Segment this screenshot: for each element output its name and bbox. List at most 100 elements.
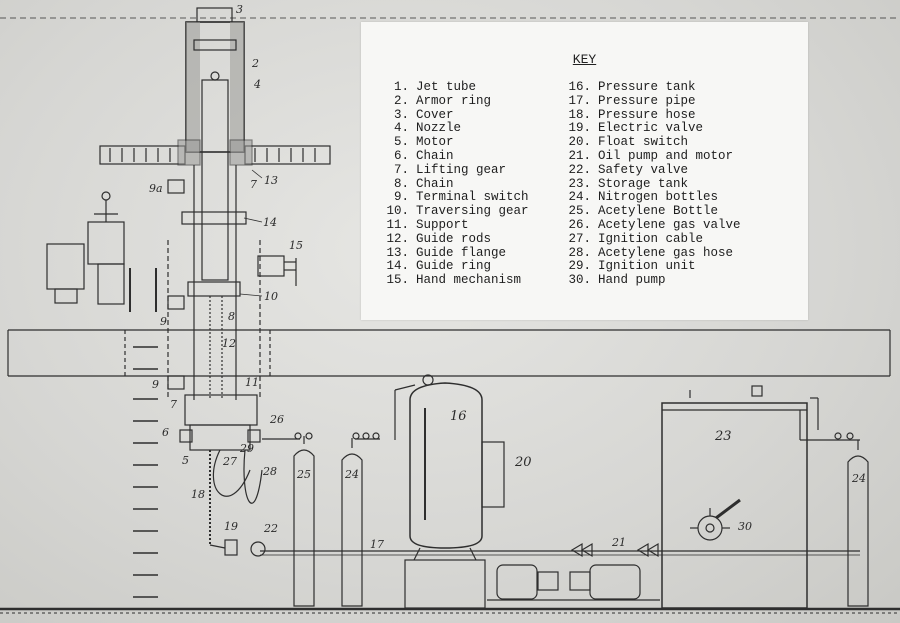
- callout-8: 8: [228, 310, 235, 323]
- key-entry-number: 5.: [393, 135, 409, 150]
- callout-28: 28: [262, 465, 277, 478]
- callout-6: 6: [162, 426, 169, 439]
- key-entry-number: 20.: [568, 135, 591, 150]
- key-entry-label: Hand pump: [598, 273, 666, 288]
- callout-25: 25: [296, 468, 311, 481]
- key-entry-number: 1.: [393, 80, 409, 94]
- key-entry-label: Guide ring: [416, 259, 492, 274]
- key-entry: 22.Safety valve: [557, 162, 807, 178]
- key-entry: 26. Acetylene gas valve: [557, 217, 807, 233]
- key-entry: 17.Pressure pipe: [557, 93, 807, 109]
- callout-23: 23: [714, 429, 732, 444]
- key-entry-label: Safety valve: [598, 162, 689, 177]
- left-equipment: [46, 191, 157, 312]
- key-entry-number: 26.: [568, 217, 591, 232]
- callout-14: 14: [263, 216, 277, 229]
- key-entry-number: 3.: [393, 107, 409, 122]
- key-entry-number: 28.: [568, 245, 591, 260]
- nitrogen-bottle-24-left: [341, 432, 380, 607]
- lifting-mechanism: [179, 394, 266, 557]
- key-entry-number: 9.: [393, 190, 409, 205]
- key-entry-label: Ignition unit: [598, 259, 696, 274]
- platform-band: [7, 329, 891, 377]
- key-entry: 29.Ignition unit: [557, 260, 807, 274]
- leader-lines: [239, 169, 263, 297]
- key-entry-label: Support: [416, 217, 469, 232]
- key-title: KEY: [572, 52, 597, 67]
- key-entry-label: Acetylene gas valve: [598, 217, 741, 232]
- pressure-tank: [404, 374, 505, 609]
- hand-pump: [690, 498, 741, 541]
- key-entry-number: 11.: [386, 217, 409, 232]
- key-entry-number: 4.: [393, 121, 409, 136]
- key-entry-number: 7.: [393, 162, 409, 177]
- key-entry-number: 24.: [568, 190, 591, 205]
- key-entry: 21. Oil pump and motor: [557, 148, 807, 164]
- key-entry-number: 30.: [568, 273, 591, 288]
- callout-26: 26: [269, 413, 284, 426]
- key-entry-label: Nozzle: [416, 121, 462, 136]
- key-entry-number: 10.: [386, 204, 409, 219]
- key-entry-label: Pressure pipe: [598, 93, 696, 108]
- key-entry-number: 21.: [568, 148, 591, 163]
- callout-11: 11: [245, 376, 259, 389]
- callout-27: 27: [222, 455, 237, 468]
- key-entry-label: Chain: [416, 148, 454, 163]
- key-entry-label: Float switch: [598, 135, 689, 150]
- callout-9: 9: [160, 315, 167, 328]
- nitrogen-bottle-24-right: [834, 432, 869, 607]
- key-entry-label: Pressure hose: [598, 107, 696, 122]
- key-entry: 16. Pressure tank: [557, 80, 807, 95]
- key-entry-label: Nitrogen bottles: [598, 190, 719, 205]
- key-entry: 15.Hand mechanism: [375, 273, 580, 288]
- key-entry-number: 16.: [568, 80, 591, 94]
- key-entry-label: Oil pump and motor: [598, 148, 734, 163]
- key-entry-label: Ignition cable: [598, 231, 704, 246]
- key-entry: 20. Float switch: [557, 135, 807, 150]
- key-entry-label: Jet tube: [416, 80, 477, 94]
- key-entry-label: Acetylene gas hose: [598, 245, 734, 260]
- callout-12: 12: [222, 337, 236, 350]
- callout-21: 21: [611, 536, 626, 549]
- callout-7b: 7: [170, 398, 177, 411]
- key-entry: 27. Ignition cable: [557, 231, 807, 247]
- floor: [0, 607, 900, 614]
- key-entry: 11. Support: [375, 217, 580, 233]
- key-entry-number: 18.: [568, 107, 591, 122]
- key-entry-number: 12.: [386, 231, 409, 246]
- key-entry-number: 8.: [393, 176, 409, 191]
- key-entry-number: 14.: [386, 259, 409, 274]
- callout-10: 10: [264, 290, 278, 303]
- callout-7a: 7: [250, 178, 257, 191]
- callout-20: 20: [514, 455, 532, 470]
- key-entry: 25.Acetylene Bottle: [557, 204, 807, 219]
- key-entry-label: Electric valve: [598, 121, 704, 136]
- key-entry-number: 6.: [393, 148, 409, 163]
- pipe-network: [260, 384, 860, 556]
- key-entry-label: Guide flange: [416, 245, 507, 260]
- key-entry: 30. Hand pump: [557, 273, 807, 288]
- key-entry-number: 27.: [568, 231, 591, 246]
- key-entry-number: 19.: [568, 121, 591, 136]
- key-entry-label: Chain: [416, 176, 454, 191]
- key-entry: 5.Motor: [375, 135, 580, 150]
- key-entry-label: Pressure tank: [598, 80, 696, 94]
- key-entry: 9. Terminal switch: [375, 191, 580, 205]
- hand-mechanism: [257, 255, 297, 286]
- key-entry: 3.Cover: [375, 107, 580, 123]
- key-entry-number: 25.: [568, 204, 591, 219]
- callout-18: 18: [191, 488, 205, 501]
- key-entry: 4. Nozzle: [375, 122, 580, 136]
- key-entry-number: 15.: [386, 273, 409, 288]
- callout-9a: 9a: [149, 182, 163, 195]
- key-entry-label: Terminal switch: [416, 190, 529, 205]
- callout-24b: 24: [851, 472, 866, 485]
- key-entry: 2.Armor ring: [375, 94, 580, 109]
- terminal-switch-9b: [167, 375, 185, 390]
- key-entry: 10.Traversing gear: [375, 204, 580, 219]
- key-entry: 12.Guide rods: [375, 231, 580, 247]
